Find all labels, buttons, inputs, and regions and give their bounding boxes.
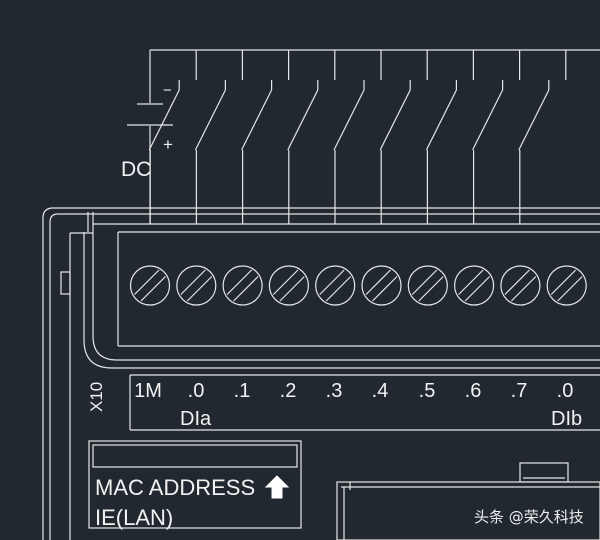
screw-slot-a <box>272 269 299 295</box>
minus-sign: − <box>163 82 172 99</box>
switch-blade <box>425 89 457 151</box>
switch-blade <box>148 89 180 151</box>
screw-slot-b <box>510 276 537 302</box>
screw-terminal <box>268 265 309 306</box>
switch-blade <box>379 89 411 151</box>
terminal-label: 1M <box>134 380 162 402</box>
screw-terminal <box>129 265 171 306</box>
housing-inner <box>49 213 600 540</box>
terminal-label: .1 <box>234 380 251 402</box>
screw-head <box>222 265 263 306</box>
mac-box-field <box>92 444 298 468</box>
screw-slot-a <box>365 269 391 295</box>
screw-slot-b <box>464 276 491 302</box>
terminal-label: .0 <box>557 380 574 402</box>
switch-blade <box>518 89 550 151</box>
screw-slot-a <box>550 269 577 295</box>
lower-module-outer <box>336 481 600 540</box>
screw-slot-a <box>504 269 530 295</box>
terminal-label: .6 <box>465 380 482 402</box>
screw-slot-b <box>372 276 398 302</box>
screw-head <box>176 265 217 306</box>
terminal-label: .4 <box>372 380 389 402</box>
screw-slot-b <box>557 276 583 302</box>
screw-terminal <box>315 265 356 306</box>
connector-name: X10 <box>87 382 106 412</box>
screw-terminal <box>176 265 217 306</box>
screw-slot-b <box>140 276 166 302</box>
terminal-label: .5 <box>419 380 436 402</box>
switch-contacts <box>148 50 567 224</box>
screw-head <box>268 265 309 306</box>
dc-label: DC <box>121 158 151 181</box>
terminal-label: .2 <box>280 380 297 402</box>
switch-blade <box>241 89 273 151</box>
group-label-dib: DIb <box>551 408 582 430</box>
terminal-label: .7 <box>511 380 528 402</box>
label-strip: 1M .0 .1 .2 .3 .4 .5 .6 .7 .0 DIa DIb <box>129 374 600 431</box>
group-label-dia: DIa <box>180 408 212 430</box>
switch-blade <box>333 89 365 151</box>
housing-outer <box>42 207 600 540</box>
screw-terminal <box>454 265 495 306</box>
terminal-block <box>83 223 600 369</box>
screw-terminal <box>546 265 587 306</box>
screw-terminals <box>129 265 587 306</box>
screw-slot-b <box>279 276 305 302</box>
mac-box-outer <box>88 440 302 529</box>
switch-blade <box>472 89 504 151</box>
screw-slot-a <box>180 269 206 295</box>
wiring <box>127 49 600 224</box>
screw-slot-a <box>458 269 484 295</box>
screw-head <box>407 265 448 306</box>
screw-slot-a <box>319 269 345 295</box>
switch-blade <box>287 89 319 151</box>
screw-head <box>361 265 402 306</box>
housing-latch <box>60 271 71 295</box>
mac-address-box: MAC ADDRESS IE(LAN) <box>88 440 302 530</box>
screw-slot-a <box>226 269 253 295</box>
terminal-label: .0 <box>188 380 205 402</box>
watermark: 头条 @荣久科技 <box>474 508 584 526</box>
screw-terminal <box>407 265 448 306</box>
terminal-labels: 1M .0 .1 .2 .3 .4 .5 .6 .7 .0 <box>134 380 573 402</box>
screw-slot-b <box>418 276 444 302</box>
screw-slot-a <box>411 269 438 295</box>
screw-terminal <box>222 265 263 306</box>
screw-slot-b <box>186 276 213 302</box>
mac-address-label: MAC ADDRESS <box>95 475 255 500</box>
lower-module <box>336 462 600 540</box>
terminal-cover-inner <box>92 232 600 361</box>
screw-head <box>454 265 495 306</box>
screw-terminal <box>500 265 541 306</box>
terminal-cover-outer <box>83 232 600 369</box>
screw-head <box>546 265 587 306</box>
screw-terminal <box>361 265 402 306</box>
up-arrow-icon <box>264 475 290 499</box>
plus-sign: + <box>163 135 173 154</box>
screw-slot-b <box>233 276 259 302</box>
lower-module-tab <box>519 462 569 483</box>
terminal-label: .3 <box>326 380 343 402</box>
screw-head <box>500 265 541 306</box>
switch-blade <box>194 89 226 151</box>
screw-head <box>129 265 171 306</box>
screw-slot-b <box>325 276 352 302</box>
module-housing <box>42 207 600 540</box>
screw-head <box>315 265 356 306</box>
screw-slot-a <box>134 269 160 295</box>
ie-lan-label: IE(LAN) <box>95 505 173 530</box>
